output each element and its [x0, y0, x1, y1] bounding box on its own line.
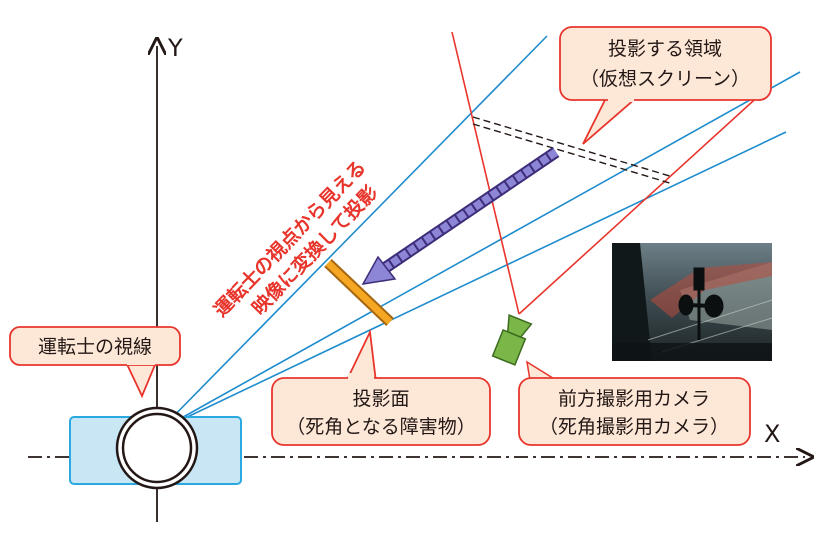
virtual-screen-line-a — [472, 116, 674, 178]
sightline-ray-middle — [159, 71, 801, 431]
camera-icon — [491, 314, 533, 366]
y-axis-label: Y — [167, 34, 183, 62]
projection-area-title: 投影する領域 — [608, 38, 722, 60]
projection-arrow — [361, 147, 560, 285]
driver-sightline-callout: 運転士の視線 — [9, 326, 181, 399]
projection-area-callout: 投影する領域 （仮想スクリーン） — [559, 26, 772, 145]
projection-surface-callout: 投影面 （死角となる障害物） — [271, 328, 491, 446]
driver-sightline-label: 運転士の視線 — [38, 336, 152, 358]
camera-ray-left — [451, 31, 520, 315]
robot-arm-icon — [678, 267, 724, 340]
front-camera-title: 前方撮影用カメラ — [558, 388, 710, 410]
annotation-line1: 運転士の視点から見える — [209, 156, 370, 322]
projection-area-subtitle: （仮想スクリーン） — [580, 68, 750, 90]
sightline-ray-lower — [159, 131, 787, 431]
front-camera-subtitle: （死角撮影用カメラ） — [539, 416, 729, 438]
x-axis-label: X — [764, 420, 780, 448]
cab-photo — [612, 243, 773, 361]
sightline-ray-upper — [159, 35, 548, 431]
projection-annotation: 運転士の視点から見える 映像に変換して投影 — [209, 156, 382, 322]
camera-ray-right — [518, 91, 764, 315]
front-camera-callout: 前方撮影用カメラ （死角撮影用カメラ） — [518, 377, 751, 446]
driver-viewpoint-circle-inner — [121, 412, 193, 484]
projection-surface-subtitle: （死角となる障害物） — [286, 416, 475, 438]
virtual-screen-line-b — [472, 123, 674, 185]
projection-surface-title: 投影面 — [352, 388, 409, 410]
projection-surface-fill — [325, 260, 393, 325]
